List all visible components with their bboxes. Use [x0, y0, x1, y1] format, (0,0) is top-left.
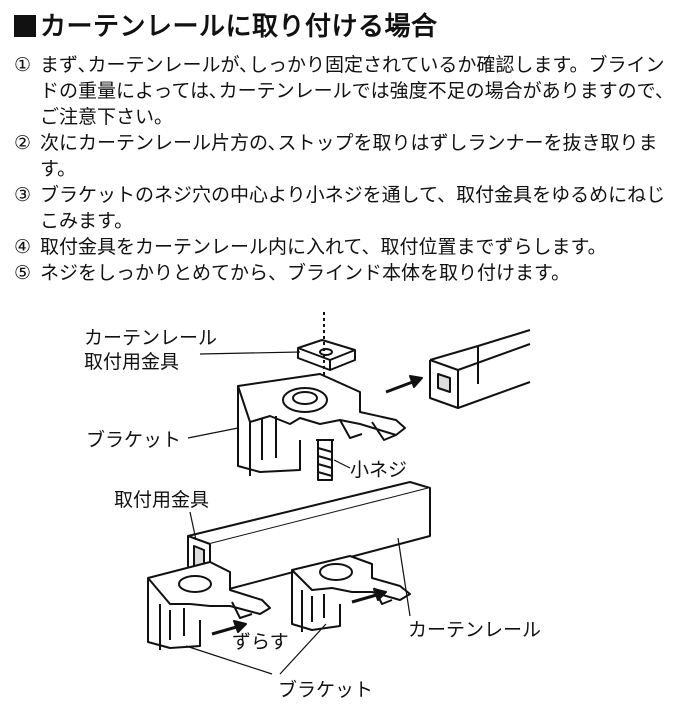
label-slide: ずらす: [232, 631, 289, 653]
step-number: ④: [14, 236, 32, 258]
label-curtain-rail: カーテンレール: [408, 619, 541, 641]
bracket-illustration-middle: [291, 555, 411, 632]
leader-lines: [185, 351, 411, 675]
curtain-rail-section-illustration: [429, 329, 531, 409]
step-number: ③: [14, 184, 32, 206]
label-bracket-top: ブラケット: [86, 428, 181, 451]
step-3: ③ ブラケットのネジ穴の中心より小ネジを通して、取付金具をゆるめにねじこみます。: [14, 182, 674, 234]
bracket-illustration-left: [147, 561, 271, 650]
bracket-illustration-top: [237, 373, 406, 476]
section-title-text: カーテンレールに取り付ける場合: [40, 12, 438, 42]
small-screw-illustration: [316, 439, 334, 481]
label-bracket-bottom: ブラケット: [278, 678, 373, 701]
step-2: ② 次にカーテンレール片方の､ストップを取りはずしランナーを抜き取ります。: [14, 130, 674, 182]
step-text: 次にカーテンレール片方の､ストップを取りはずしランナーを抜き取ります。: [40, 132, 658, 180]
section-title: カーテンレールに取り付ける場合: [14, 6, 438, 43]
step-5: ⑤ ネジをしっかりとめてから、ブラインド本体を取り付けます。: [14, 260, 674, 286]
label-rail-fitting-line2: 取付用金具: [84, 351, 179, 373]
label-fitting: 取付用金具: [114, 489, 209, 511]
label-rail-fitting-line1: カーテンレール: [84, 327, 217, 349]
installation-diagram: カーテンレール 取付用金具 ブラケット 小ネジ 取付用金具 ずらす カーテンレー…: [84, 312, 541, 701]
label-small-screw: 小ネジ: [350, 459, 407, 481]
step-number: ⑤: [14, 262, 32, 284]
step-text: まず､カーテンレールが､しっかり固定されているか確認します。ブラインドの重量によ…: [40, 54, 674, 128]
instruction-steps: ① まず､カーテンレールが､しっかり固定されているか確認します。ブラインドの重量…: [14, 52, 674, 286]
step-4: ④ 取付金具をカーテンレール内に入れて、取付位置までずらします。: [14, 234, 674, 260]
step-text: ブラケットのネジ穴の中心より小ネジを通して、取付金具をゆるめにねじこみます。: [40, 184, 666, 232]
step-number: ①: [14, 54, 32, 76]
arrow-head-icon: [373, 588, 387, 601]
step-1: ① まず､カーテンレールが､しっかり固定されているか確認します。ブラインドの重量…: [14, 52, 674, 130]
arrow-head-icon: [409, 375, 423, 388]
step-text: ネジをしっかりとめてから、ブラインド本体を取り付けます。: [40, 262, 571, 284]
black-square-icon: [14, 15, 36, 37]
step-number: ②: [14, 132, 32, 154]
arrow-head-icon: [233, 620, 247, 633]
step-text: 取付金具をカーテンレール内に入れて、取付位置までずらします。: [40, 236, 607, 258]
